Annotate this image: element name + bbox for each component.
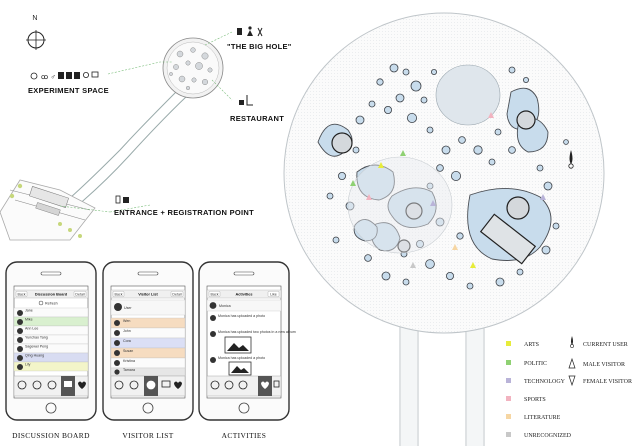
legend-swatch [506, 432, 511, 437]
activity-feed: Monica has uploaded a photo Monica has u… [210, 314, 296, 376]
like-button[interactable] [267, 291, 280, 297]
compass-north-label: N [32, 15, 37, 22]
heart-tab-icon[interactable] [261, 381, 269, 390]
detail-button[interactable] [73, 291, 87, 297]
back-label: Back [211, 292, 219, 296]
back-label: Back [115, 292, 123, 296]
experiment-space-icons: ꝏ ♂ [30, 71, 99, 81]
legend-label: UNRECOGNIZED [524, 433, 572, 439]
user-label: User [124, 306, 132, 310]
entrance-label: ENTRANCE + REGISTRATION POINT [114, 208, 254, 217]
back-button[interactable] [208, 291, 221, 297]
svg-text:Wen: Wen [123, 319, 130, 323]
svg-text:Cora: Cora [123, 339, 131, 343]
refresh-label: Refresh [45, 302, 58, 306]
big-hole-icons [237, 26, 263, 37]
legend-swatch [506, 360, 511, 365]
legend-swatch [506, 341, 511, 346]
activity-text: Monica has uploaded a photo [218, 356, 265, 360]
heart-tab-icon[interactable] [78, 381, 86, 390]
avatar [209, 302, 217, 309]
globe-tab-icon[interactable] [210, 380, 220, 390]
female-visitor-icon [568, 375, 576, 387]
visitor-list: Wen John Cora Susan Kristina Tamara [110, 317, 186, 377]
legend-label: TECHNOLOGY [524, 379, 566, 385]
detail-label: Detail [75, 292, 84, 296]
legend-markers: CURRENT USER MALE VISITOR FEMALE VISITOR [568, 336, 632, 387]
discussion-list: Jane Mike Ann Lee Yunchao Tang Sagewei P… [13, 307, 89, 372]
legend-label: LITERATURE [524, 415, 561, 421]
back-button[interactable] [15, 291, 28, 297]
svg-text:Lily: Lily [25, 363, 31, 367]
location-tab-icon[interactable] [224, 380, 234, 390]
phone-caption: VISITOR LIST [122, 431, 173, 440]
phone-caption: ACTIVITIES [222, 431, 267, 440]
people-tab-icon[interactable] [146, 380, 156, 390]
svg-text:Ann Lee: Ann Lee [25, 327, 38, 331]
svg-text:Tamara: Tamara [123, 368, 135, 372]
screen-title: Discussion Board [35, 293, 68, 297]
tab-bar [13, 375, 89, 397]
photo-thumbnail[interactable] [228, 361, 252, 376]
current-user-icon [571, 336, 573, 345]
detail-button[interactable] [170, 291, 184, 297]
restaurant-icons [239, 95, 253, 106]
location-tab-icon[interactable] [32, 380, 42, 390]
svg-text:Jane: Jane [25, 309, 33, 313]
legend-categories: ARTS POLITIC TECHNOLOGY SPORTS LITERATUR… [506, 341, 572, 439]
list-item[interactable] [13, 361, 89, 372]
phone-caption: DISCUSSION BOARD [12, 431, 90, 440]
svg-text:Kristina: Kristina [123, 359, 135, 363]
screen-title: Activities [236, 293, 253, 297]
globe-tab-icon[interactable] [17, 380, 27, 390]
svg-text:ꝏ ♂: ꝏ ♂ [41, 74, 56, 81]
heart-tab-icon[interactable] [174, 381, 182, 390]
restaurant-label: RESTAURANT [230, 114, 284, 123]
svg-text:Mike: Mike [25, 318, 33, 322]
chat-tab-icon[interactable] [273, 380, 280, 388]
globe-tab-icon[interactable] [114, 380, 124, 390]
detail-label: Detail [172, 292, 181, 296]
svg-text:John: John [123, 329, 131, 333]
phone-visitor-list: Back Visitor List Detail User Wen John C… [102, 261, 194, 440]
marker-label: MALE VISITOR [583, 362, 625, 368]
experiment-space-label: EXPERIMENT SPACE [28, 86, 109, 95]
people-tab-icon[interactable] [47, 380, 57, 390]
chat-tab-icon[interactable] [161, 380, 171, 388]
legend-label: ARTS [524, 342, 539, 348]
legend-swatch [506, 414, 511, 419]
floor-plan [283, 12, 605, 446]
legend-label: POLITIC [524, 361, 547, 367]
site-plan-drawing [0, 31, 233, 241]
chat-tab-icon[interactable] [64, 381, 72, 387]
marker-label: CURRENT USER [583, 342, 628, 348]
legend-swatch [506, 378, 511, 383]
legend-label: SPORTS [524, 397, 546, 403]
svg-text:Qing Huang: Qing Huang [25, 354, 44, 358]
svg-text:Sagewei Peng: Sagewei Peng [25, 345, 48, 349]
svg-text:Yunchao Tang: Yunchao Tang [25, 336, 48, 340]
north-compass-icon: N [26, 15, 46, 50]
back-label: Back [18, 292, 26, 296]
avatar [114, 303, 122, 311]
screen-title: Visitor List [138, 293, 158, 297]
phone-activities: Back Activities Like Monica Monica has u… [198, 261, 296, 440]
entrance-icons [115, 195, 129, 204]
male-visitor-icon [568, 357, 576, 369]
marker-label: FEMALE VISITOR [583, 379, 632, 385]
location-tab-icon[interactable] [129, 380, 139, 390]
user-label: Monica [219, 304, 231, 308]
phone-discussion-board: Back Discussion Board Detail Refresh Jan… [5, 261, 97, 440]
legend-swatch [506, 396, 511, 401]
activity-text: Monica has uploaded a photo [218, 314, 265, 318]
refresh-icon[interactable] [38, 300, 44, 306]
back-button[interactable] [112, 291, 125, 297]
big-hole-label: "THE BIG HOLE" [227, 42, 292, 51]
activity-text: Monica has uploaded two photos in a new … [218, 330, 296, 334]
svg-text:Susan: Susan [123, 349, 133, 353]
like-label: Like [270, 292, 277, 296]
people-tab-icon[interactable] [238, 380, 248, 390]
